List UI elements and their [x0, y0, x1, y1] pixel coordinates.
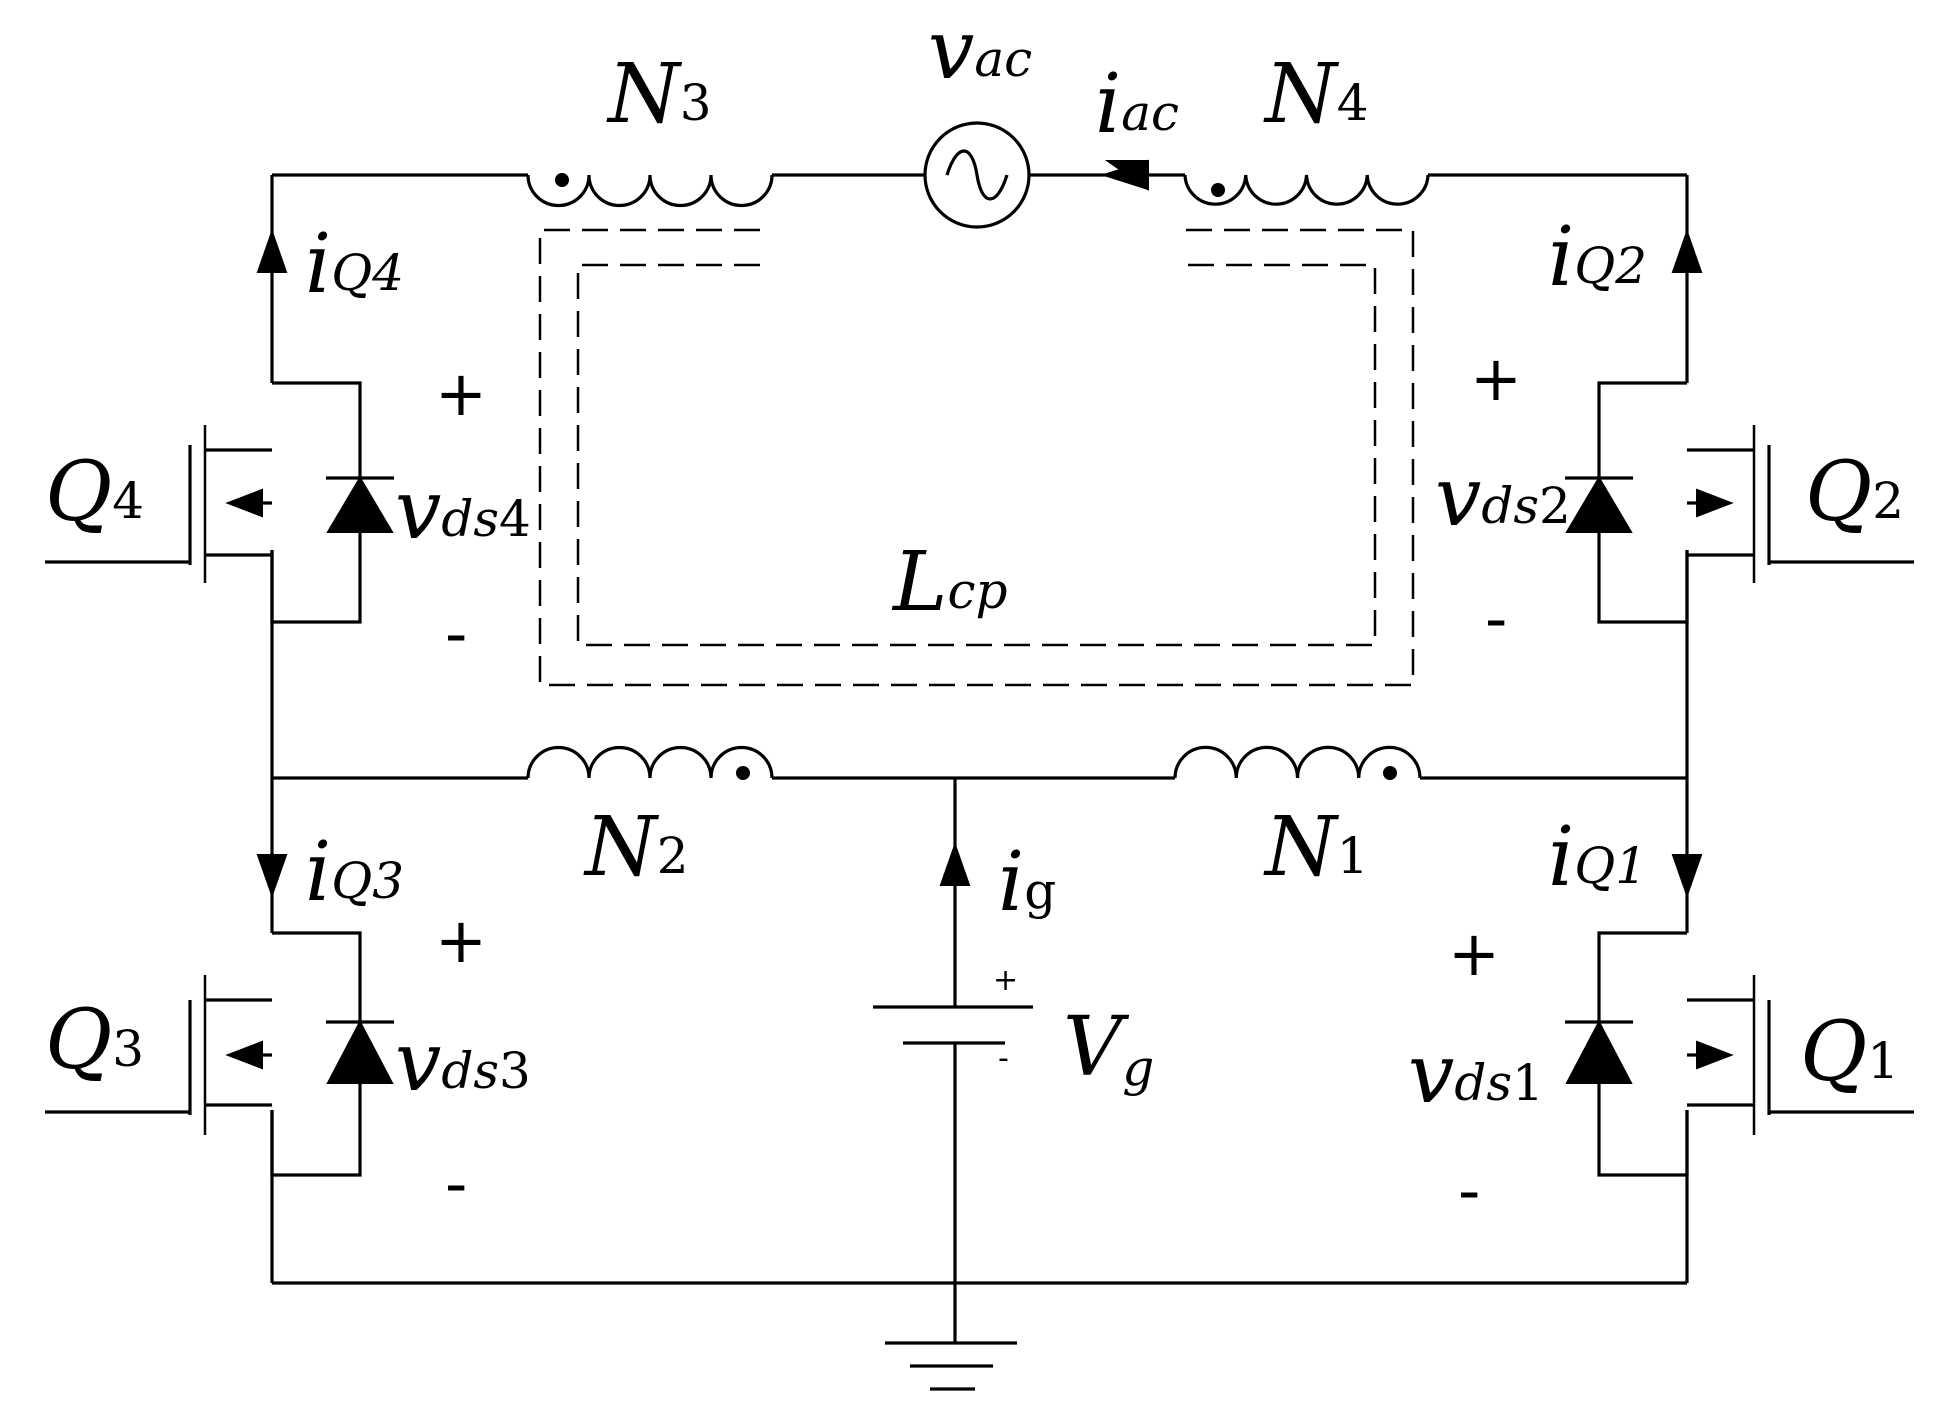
body-arrow-icon — [225, 1040, 263, 1070]
body-arrow-icon — [1696, 488, 1734, 518]
plus-sign-q2: + — [1470, 342, 1522, 415]
label-lcp: Lcp — [891, 535, 1007, 630]
minus-sign-q1: - — [1458, 1154, 1480, 1227]
coil-n2 — [526, 745, 774, 780]
coil-n4 — [1183, 174, 1430, 206]
mosfet-q2 — [1565, 381, 1914, 624]
diode-icon — [326, 476, 394, 533]
minus-sign-battery: - — [998, 1041, 1009, 1076]
plus-sign-battery: + — [993, 963, 1018, 998]
coupled-core — [538, 228, 1415, 687]
coil-n3 — [526, 173, 774, 208]
label-iq2: iQ2 — [1548, 210, 1647, 305]
minus-sign-q2: - — [1485, 582, 1507, 655]
label-q3: Q3 — [45, 993, 144, 1088]
polarity-dot — [736, 766, 750, 780]
ground-icon — [885, 1341, 1017, 1391]
label-n3: N3 — [606, 47, 712, 142]
plus-sign-q4: + — [435, 357, 487, 430]
polarity-dot — [555, 173, 569, 187]
ig-arrow-icon — [939, 841, 971, 886]
body-arrow-icon — [1696, 1040, 1734, 1070]
mosfet-q1 — [1565, 931, 1914, 1177]
iq4-arrow-icon — [256, 228, 288, 273]
label-n4: N4 — [1263, 47, 1369, 142]
diode-icon — [1565, 1019, 1633, 1084]
iq1-arrow-icon — [1671, 854, 1703, 899]
label-vds3: vds3 — [395, 1015, 531, 1110]
plus-sign-q1: + — [1448, 917, 1500, 990]
coil-n1 — [1173, 745, 1422, 780]
label-q4: Q4 — [45, 445, 144, 540]
polarity-dot — [1211, 183, 1225, 197]
iq3-arrow-icon — [256, 854, 288, 899]
label-vds4: vds4 — [395, 463, 531, 558]
mosfet-q3 — [45, 931, 394, 1177]
ac-source-icon — [923, 121, 1031, 229]
label-iac: iac — [1095, 57, 1179, 152]
label-ig: ig — [998, 835, 1056, 930]
label-q2: Q2 — [1805, 445, 1904, 540]
label-n2: N2 — [583, 800, 689, 895]
label-vac: vac — [928, 3, 1032, 98]
body-arrow-icon — [225, 488, 263, 518]
mosfet-q4 — [45, 381, 394, 624]
battery-icon — [873, 1005, 1033, 1045]
label-iq4: iQ4 — [305, 217, 404, 312]
label-n1: N1 — [1263, 800, 1369, 895]
label-vg: Vg — [1063, 1000, 1154, 1097]
label-vds2: vds2 — [1435, 450, 1571, 545]
label-vds1: vds1 — [1408, 1027, 1544, 1122]
minus-sign-q3: - — [445, 1147, 467, 1220]
diode-icon — [326, 1019, 394, 1084]
label-q1: Q1 — [1800, 1005, 1899, 1100]
polarity-dot — [1383, 766, 1397, 780]
label-iq1: iQ1 — [1548, 810, 1647, 905]
plus-sign-q3: + — [435, 904, 487, 977]
labels: N3 N4 vac iac Lcp N2 N1 ig Vg iQ4 iQ2 iQ… — [45, 3, 1904, 1227]
iq2-arrow-icon — [1671, 228, 1703, 273]
iac-arrowhead-icon — [1100, 159, 1149, 191]
diode-icon — [1565, 476, 1633, 533]
label-iq3: iQ3 — [305, 825, 404, 920]
minus-sign-q4: - — [445, 597, 467, 670]
